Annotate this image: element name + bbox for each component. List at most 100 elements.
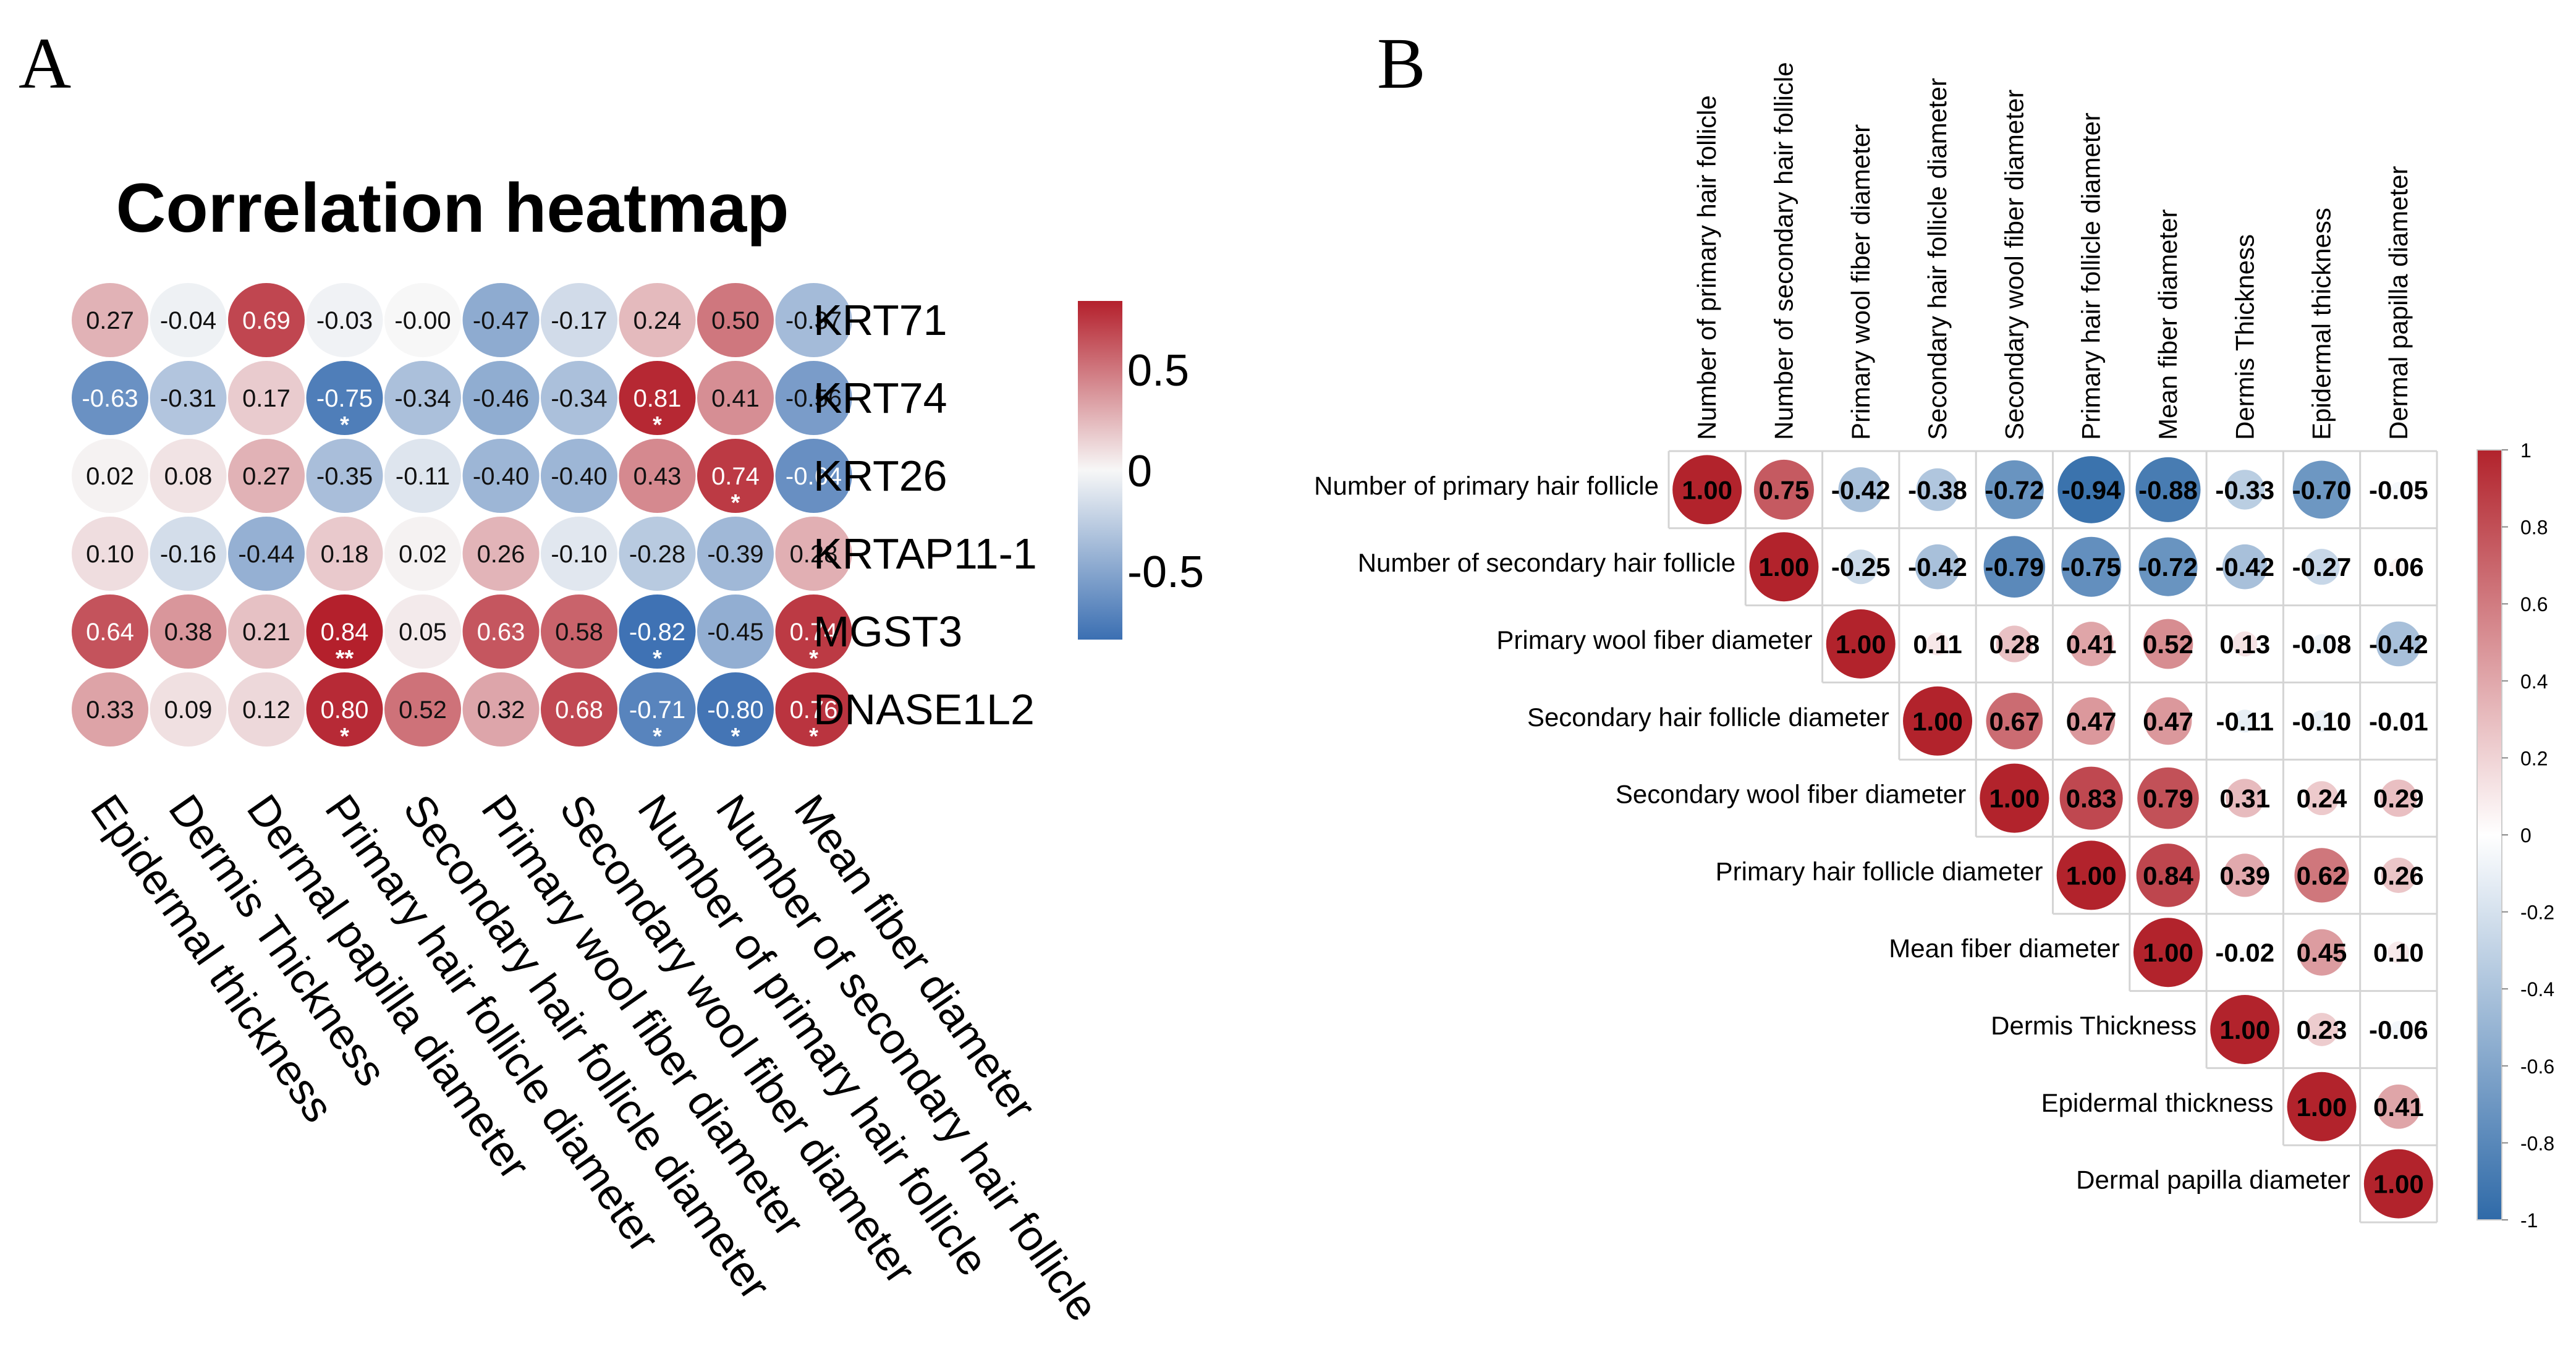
- heatmap-cell: [150, 439, 227, 513]
- correlation-circle: [2226, 779, 2265, 818]
- correlation-value-label: 0.84: [2143, 861, 2193, 890]
- cell-value-label: -0.37: [786, 307, 842, 334]
- colorbar-tick-label: 1: [2520, 439, 2532, 462]
- cell-value-label: 0.26: [477, 541, 525, 568]
- row-label: KRT26: [813, 452, 947, 500]
- heatmap-cell: [306, 672, 383, 747]
- correlation-value-label: 0.06: [2373, 552, 2424, 582]
- heatmap-cell: [541, 283, 617, 357]
- correlation-value-label: -0.79: [1985, 552, 2044, 582]
- heatmap-cell: [72, 283, 148, 357]
- correlation-value-label: 0.11: [1913, 630, 1962, 659]
- matrix-column-label: Epidermal thickness: [2307, 208, 2336, 440]
- heatmap-cell: [150, 283, 227, 357]
- correlation-circle: [1916, 468, 1959, 511]
- heatmap-cell: [150, 594, 227, 669]
- heatmap-cell: [619, 361, 696, 435]
- matrix-column-label: Primary wool fiber diameter: [1846, 124, 1875, 440]
- correlation-value-label: 0.45: [2297, 938, 2347, 967]
- row-label: KRT74: [813, 374, 947, 422]
- correlation-value-label: 1.00: [1989, 784, 2040, 813]
- correlation-circle: [2381, 857, 2417, 893]
- cell-value-label: 0.80: [321, 696, 369, 724]
- correlation-value-label: -0.88: [2138, 475, 2198, 504]
- correlation-value-label: 0.39: [2219, 861, 2270, 890]
- colorbar-tick-label: 0: [1127, 447, 1152, 496]
- cell-value-label: -0.35: [316, 463, 373, 490]
- cell-value-label: -0.10: [551, 541, 607, 568]
- correlation-circle: [2056, 840, 2126, 910]
- correlation-circle: [2059, 766, 2123, 830]
- correlation-circle: [2137, 767, 2199, 829]
- significance-mark: *: [809, 646, 818, 672]
- correlation-circle: [2376, 1084, 2421, 1129]
- correlation-value-label: 1.00: [2297, 1093, 2347, 1122]
- significance-mark: *: [731, 724, 740, 750]
- significance-mark: *: [340, 412, 349, 438]
- correlation-circle: [2298, 929, 2345, 976]
- matrix-column-label: Dermis Thickness: [2230, 234, 2259, 440]
- correlation-circle: [2232, 631, 2258, 657]
- significance-mark: *: [340, 724, 349, 750]
- cell-value-label: -0.17: [551, 307, 607, 334]
- cell-value-label: 0.74: [790, 619, 838, 646]
- correlation-value-label: 0.52: [2143, 630, 2193, 659]
- colorbar-tick-label: 0.5: [1127, 346, 1189, 395]
- matrix-row-label: Primary wool fiber diameter: [1496, 625, 1812, 654]
- cell-value-label: -0.82: [629, 619, 685, 646]
- cell-value-label: 0.02: [86, 463, 134, 490]
- matrix-column-label: Secondary wool fiber diameter: [1999, 90, 2028, 440]
- colorbar-tick-label: 0.2: [2520, 747, 2548, 769]
- heatmap-cell: [306, 594, 383, 669]
- heatmap-cell: [697, 672, 774, 747]
- correlation-circle: [1983, 536, 2046, 598]
- correlation-value-label: -0.25: [1831, 552, 1891, 582]
- correlation-circle: [1672, 455, 1742, 525]
- correlation-value-label: -0.42: [1908, 552, 1967, 582]
- matrix-row-label: Secondary hair follicle diameter: [1527, 703, 1889, 732]
- matrix-row-label: Primary hair follicle diameter: [1716, 857, 2043, 886]
- cell-value-label: 0.02: [399, 541, 447, 568]
- colorbar: [1078, 301, 1122, 640]
- correlation-value-label: -0.08: [2292, 630, 2352, 659]
- heatmap-cell: [619, 283, 696, 357]
- correlation-value-label: -0.33: [2215, 475, 2274, 504]
- heatmap-cell: [306, 517, 383, 591]
- correlation-value-label: 1.00: [1836, 630, 1886, 659]
- correlation-circle: [2133, 918, 2203, 988]
- correlation-value-label: -0.42: [1831, 475, 1891, 504]
- significance-mark: **: [336, 646, 354, 672]
- correlation-circle: [2390, 1021, 2407, 1038]
- correlation-circle: [2222, 544, 2268, 590]
- cell-value-label: 0.05: [399, 619, 447, 646]
- correlation-circle: [2233, 709, 2256, 733]
- correlation-circle: [2394, 717, 2402, 725]
- heatmap-cell: [384, 594, 461, 669]
- significance-mark: *: [653, 724, 662, 750]
- correlation-circle: [2057, 456, 2125, 523]
- correlation-value-label: 1.00: [1682, 475, 1732, 504]
- correlation-circle: [1753, 459, 1814, 520]
- cell-value-label: 0.08: [164, 463, 213, 490]
- heatmap-cell: [228, 594, 305, 669]
- heatmap-cell: [697, 283, 774, 357]
- correlation-circle: [2376, 621, 2421, 667]
- heatmap-cell: [619, 672, 696, 747]
- correlation-circle: [2240, 947, 2250, 958]
- cell-value-label: 0.81: [633, 385, 682, 412]
- heatmap-cell: [462, 361, 540, 435]
- correlation-value-label: 0.41: [2066, 630, 2117, 659]
- correlation-circle: [1980, 763, 2049, 833]
- correlation-value-label: -0.70: [2292, 475, 2352, 504]
- matrix-row-label: Dermal papilla diameter: [2076, 1165, 2350, 1195]
- correlation-value-label: -0.06: [2369, 1015, 2428, 1044]
- correlation-value-label: 1.00: [2066, 861, 2117, 890]
- cell-value-label: -0.00: [394, 307, 451, 334]
- matrix-column-label: Number of secondary hair follicle: [1769, 62, 1798, 440]
- matrix-column-label: Dermal papilla diameter: [2384, 166, 2413, 440]
- correlation-value-label: -0.10: [2292, 707, 2352, 736]
- colorbar-tick-label: -0.2: [2520, 902, 2554, 924]
- heatmap-cell: [228, 361, 305, 435]
- cell-value-label: -0.47: [473, 307, 529, 334]
